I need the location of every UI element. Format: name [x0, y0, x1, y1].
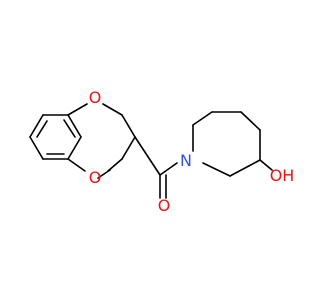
bond — [107, 158, 123, 172]
carbonyl-oxygen-label: O — [158, 196, 171, 215]
bond — [259, 159, 273, 171]
bond — [202, 162, 231, 177]
nitrogen-atom-label: N — [180, 151, 192, 170]
double-bond-inner — [63, 119, 76, 138]
oxygen-atom-label: O — [89, 88, 102, 107]
bond — [192, 111, 213, 126]
carbonyl-group — [134, 136, 178, 199]
molecule-drawing: O O O N OH — [29, 88, 295, 215]
hydroxyl-label: OH — [270, 166, 295, 185]
double-bond-inner — [36, 120, 48, 138]
structure-canvas: O O O N OH — [29, 88, 295, 215]
bond — [102, 103, 123, 116]
bond — [229, 159, 261, 177]
benzene-ring — [29, 114, 82, 160]
bond — [134, 136, 161, 176]
bond — [121, 114, 136, 138]
piperidine-ring — [192, 111, 273, 177]
bond — [29, 114, 44, 138]
bond — [67, 136, 82, 160]
bond — [121, 136, 136, 160]
dioxane-ring — [67, 103, 136, 179]
bond — [67, 103, 88, 116]
bond — [29, 136, 44, 160]
bond — [67, 158, 86, 172]
bond — [240, 111, 261, 131]
bond — [159, 162, 178, 176]
bond — [67, 114, 82, 138]
oxygen-atom-label: O — [89, 168, 102, 187]
